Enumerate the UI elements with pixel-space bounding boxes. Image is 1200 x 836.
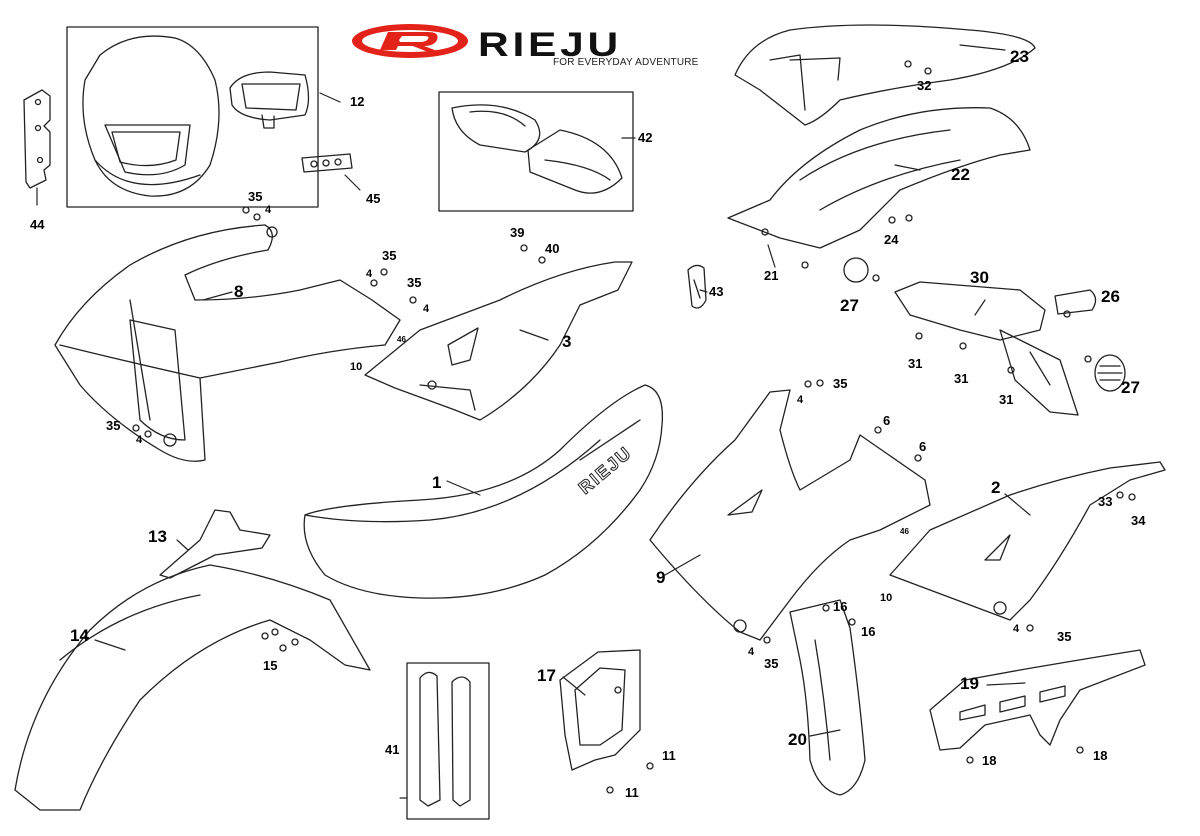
callout-41: 41: [385, 742, 400, 757]
callout-17: 17: [537, 666, 556, 685]
fender-bracket: [159, 509, 271, 579]
callout-45: 45: [366, 191, 381, 206]
callout-9: 9: [656, 568, 666, 587]
callout-14: 14: [70, 626, 89, 645]
callout-26: 26: [1101, 287, 1120, 306]
callout-30: 30: [970, 268, 989, 287]
callout-11-a: 11: [662, 748, 676, 763]
rear-fender: [734, 24, 1036, 126]
callout-31-a: 31: [908, 356, 923, 371]
callout-18-a: 18: [982, 753, 997, 768]
callout-35-e: 35: [833, 376, 848, 391]
tail-light-bracket: [894, 281, 1079, 416]
left-radiator-shroud: [54, 224, 401, 462]
callout-4-d: 4: [136, 434, 143, 446]
callout-35-c: 35: [407, 275, 422, 290]
callout-15: 15: [263, 658, 278, 673]
callout-35-d: 35: [106, 418, 121, 433]
callout-19: 19: [960, 674, 979, 693]
callout-34: 34: [1131, 513, 1146, 528]
callout-11-b: 11: [625, 785, 639, 800]
callout-42: 42: [638, 130, 653, 145]
leader-lines: [36, 44, 1031, 799]
callout-4-g: 4: [748, 646, 755, 658]
wiring-connector-part: [301, 153, 353, 173]
callout-10-a: 10: [350, 361, 363, 373]
callout-22: 22: [951, 165, 970, 184]
front-fender: [14, 564, 371, 811]
callout-13: 13: [148, 527, 167, 546]
rear-indicator: [1054, 289, 1097, 315]
callout-4-a: 4: [265, 204, 272, 216]
callout-39: 39: [510, 225, 525, 240]
callout-44: 44: [30, 217, 45, 232]
callout-4-b: 4: [366, 268, 373, 280]
inner-rear-fender: [727, 107, 1031, 249]
callout-31-b: 31: [954, 371, 969, 386]
callout-46-b: 46: [900, 527, 909, 536]
rieju-logo-emblem: [352, 24, 468, 58]
seat-decal: RIEJU: [575, 442, 636, 498]
sprocket-cover: [559, 649, 641, 771]
callout-23: 23: [1010, 47, 1029, 66]
chain-guard: [929, 649, 1146, 751]
callout-4-f: 4: [1013, 623, 1020, 635]
callout-46-a: 46: [397, 335, 406, 344]
small-clip-part: [687, 264, 707, 309]
callout-8: 8: [234, 282, 244, 301]
reflector-top: [843, 257, 869, 283]
callout-43: 43: [709, 284, 724, 299]
reflector-rear: [1094, 354, 1126, 392]
callout-32: 32: [917, 78, 932, 93]
callout-6-a: 6: [883, 413, 891, 428]
callout-31-c: 31: [999, 392, 1014, 407]
fork-guard-group-box: [406, 662, 490, 820]
left-side-panel: [649, 389, 931, 641]
callout-16-b: 16: [861, 624, 876, 639]
handguards: [451, 104, 623, 194]
bracket-part: [23, 89, 51, 189]
callout-27-rear: 27: [1121, 378, 1140, 397]
fork-guards: [419, 671, 471, 807]
callout-12: 12: [350, 94, 365, 109]
callout-35-f: 35: [1057, 629, 1072, 644]
headlight-mask: [82, 35, 310, 197]
callout-3: 3: [562, 332, 572, 351]
callout-40: 40: [545, 241, 560, 256]
handguard-group-box: [438, 91, 634, 212]
callout-2: 2: [991, 478, 1001, 497]
right-side-number-panel: [364, 261, 633, 421]
brand-wordmark: RIEJU: [478, 26, 622, 64]
callout-35-b: 35: [382, 248, 397, 263]
brand-tagline: FOR EVERYDAY ADVENTURE: [553, 57, 699, 68]
callout-33: 33: [1098, 494, 1113, 509]
right-side-panel: [889, 461, 1166, 621]
callout-27-top: 27: [840, 296, 859, 315]
headlight-group-box: [66, 26, 319, 208]
fasteners: [132, 60, 1136, 794]
callout-4-e: 4: [797, 394, 804, 406]
callout-4-c: 4: [423, 303, 430, 315]
callout-20: 20: [788, 730, 807, 749]
callout-21: 21: [764, 268, 779, 283]
callout-6-b: 6: [919, 439, 927, 454]
callout-35-g: 35: [764, 656, 779, 671]
callout-16-a: 16: [833, 599, 848, 614]
chain-slider: [789, 599, 866, 796]
callout-24: 24: [884, 232, 899, 247]
callout-1: 1: [432, 473, 442, 492]
seat: [303, 384, 664, 599]
callout-18-b: 18: [1093, 748, 1108, 763]
callout-35-a: 35: [248, 189, 263, 204]
callout-10-b: 10: [880, 592, 893, 604]
